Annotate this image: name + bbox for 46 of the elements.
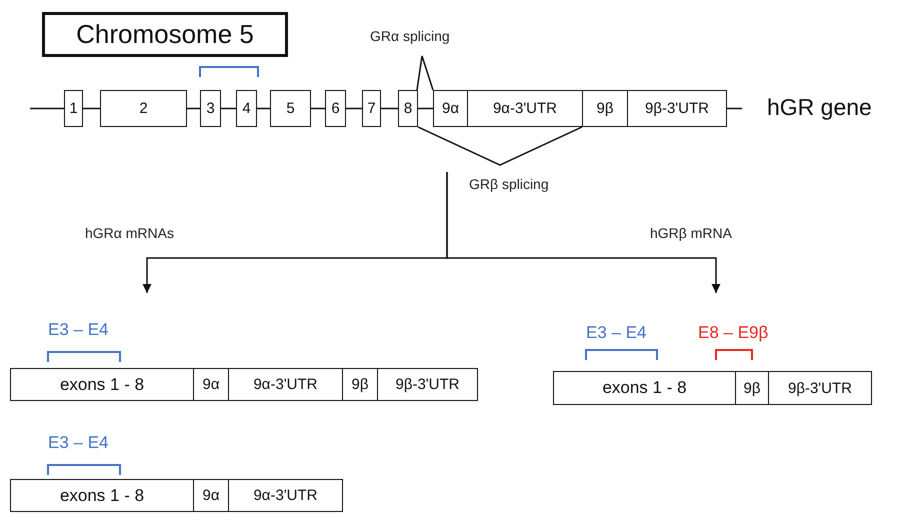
gene-line [30, 108, 64, 110]
arrow [446, 172, 720, 293]
junction-label: E3 – E4 [48, 434, 108, 451]
splice-line [418, 126, 582, 166]
exon-box: 9α-3'UTR [228, 479, 343, 512]
exon-box: 2 [100, 90, 187, 127]
splice-line [416, 55, 434, 90]
gene-line [381, 108, 398, 110]
exon-box: 9β-3'UTR [768, 371, 872, 405]
exon-box: exons 1 - 8 [10, 368, 194, 401]
junction-label: E3 – E4 [48, 321, 108, 338]
exon-box: 9α [433, 90, 468, 127]
exon-box: 8 [398, 90, 418, 127]
exon-box: 9α [193, 479, 229, 512]
junction-label: E8 – E9β [698, 324, 768, 341]
exon-box: exons 1 - 8 [553, 371, 736, 405]
exon-box: 9α [193, 368, 229, 401]
exon-box: 5 [270, 90, 311, 127]
gene-line [83, 108, 100, 110]
exon-box: 9α-3'UTR [228, 368, 343, 401]
junction-label: E3 – E4 [586, 324, 646, 341]
exon-box: 9β [582, 90, 628, 127]
edge-label: GRβ splicing [467, 177, 551, 191]
gene-line [221, 108, 236, 110]
exon-box: 9β-3'UTR [377, 368, 478, 401]
gene-line [346, 108, 362, 110]
exon-box: exons 1 - 8 [10, 479, 194, 512]
gene-line [418, 108, 433, 110]
exon-box: 1 [64, 90, 83, 127]
gene-label: hGR gene [767, 96, 872, 119]
gene-line [727, 108, 742, 110]
exon-box: 7 [362, 90, 381, 127]
exon-box: 6 [325, 90, 346, 127]
transcript-label: hGRβ mRNA [650, 226, 732, 240]
exon-box: 4 [236, 90, 257, 127]
exon-box: 9β [735, 371, 769, 405]
transcript-label: hGRα mRNAs [85, 226, 174, 240]
gene-line [257, 108, 270, 110]
edge-label: GRα splicing [368, 29, 452, 43]
title-box: Chromosome 5 [42, 12, 288, 57]
exon-box: 3 [200, 90, 221, 127]
exon-box: 9β [342, 368, 378, 401]
exon-box: 9α-3'UTR [467, 90, 583, 127]
gene-line [187, 108, 200, 110]
exon-box: 9β-3'UTR [627, 90, 727, 127]
gene-line [311, 108, 325, 110]
